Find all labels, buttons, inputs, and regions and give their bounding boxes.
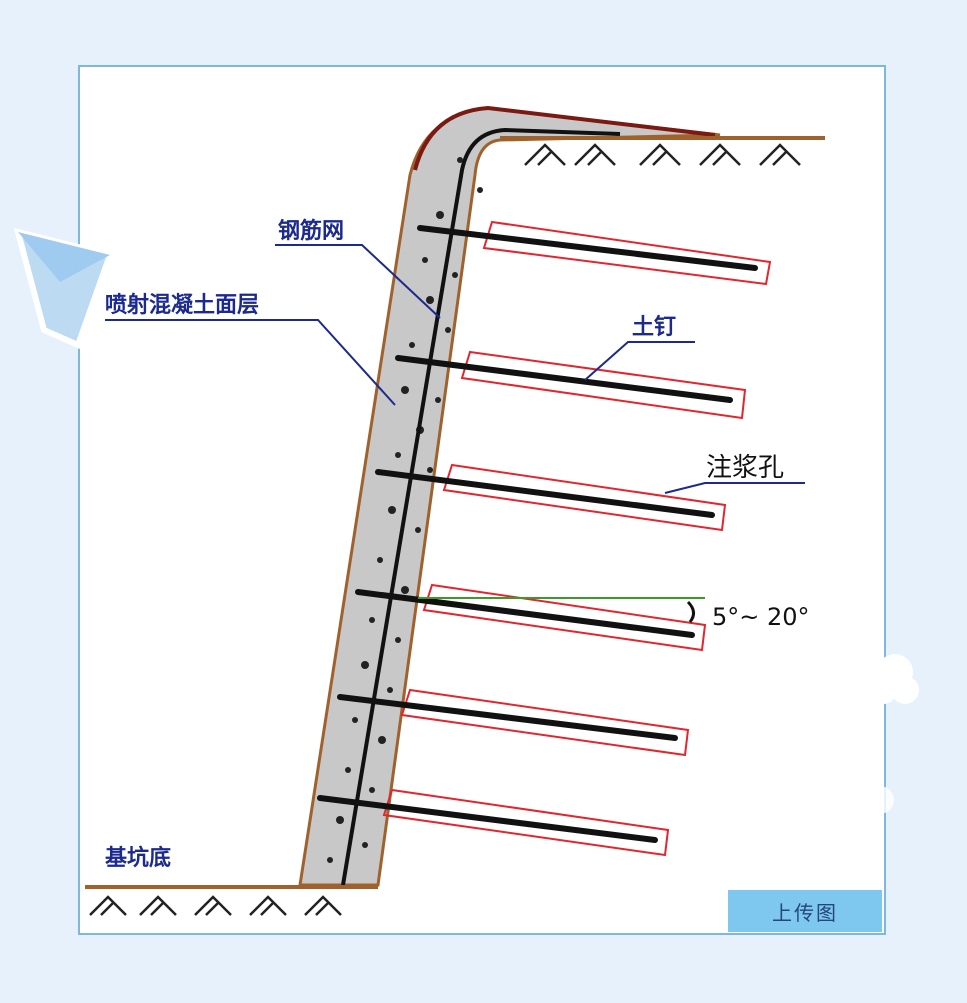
soil-nail-row-3 [375,463,727,532]
ground-bottom [85,885,378,916]
label-rebar-mesh: 钢筋网 [278,218,344,244]
soil-nail-row-5 [337,688,690,757]
cloud-icon [866,654,919,814]
soil-nail-row-1 [417,220,772,286]
diagram-frame [78,65,886,935]
label-shotcrete: 喷射混凝土面层 [105,292,259,318]
leader-lines [105,244,805,494]
label-grout-hole: 注浆孔 [706,453,784,483]
label-pit-bottom: 基坑底 [105,845,171,871]
ground-top [500,136,825,166]
rebar-mesh-bar [341,127,621,886]
angle-indicator [418,597,705,623]
label-soil-nail: 土钉 [632,314,676,340]
label-angle: 5°~ 20° [712,603,810,631]
paper-plane-icon [13,227,114,350]
upload-stamp-text: 上传图 [772,900,838,925]
shotcrete-facing [298,105,721,887]
soil-nail-row-4 [355,583,707,652]
soil-nail-row-2 [395,350,747,420]
soil-hatch-icon [524,143,801,166]
upload-stamp: 上传图 [728,890,882,932]
soil-nails [317,220,772,857]
soil-nail-row-6 [317,788,670,857]
soil-hatch-icon [89,895,342,916]
